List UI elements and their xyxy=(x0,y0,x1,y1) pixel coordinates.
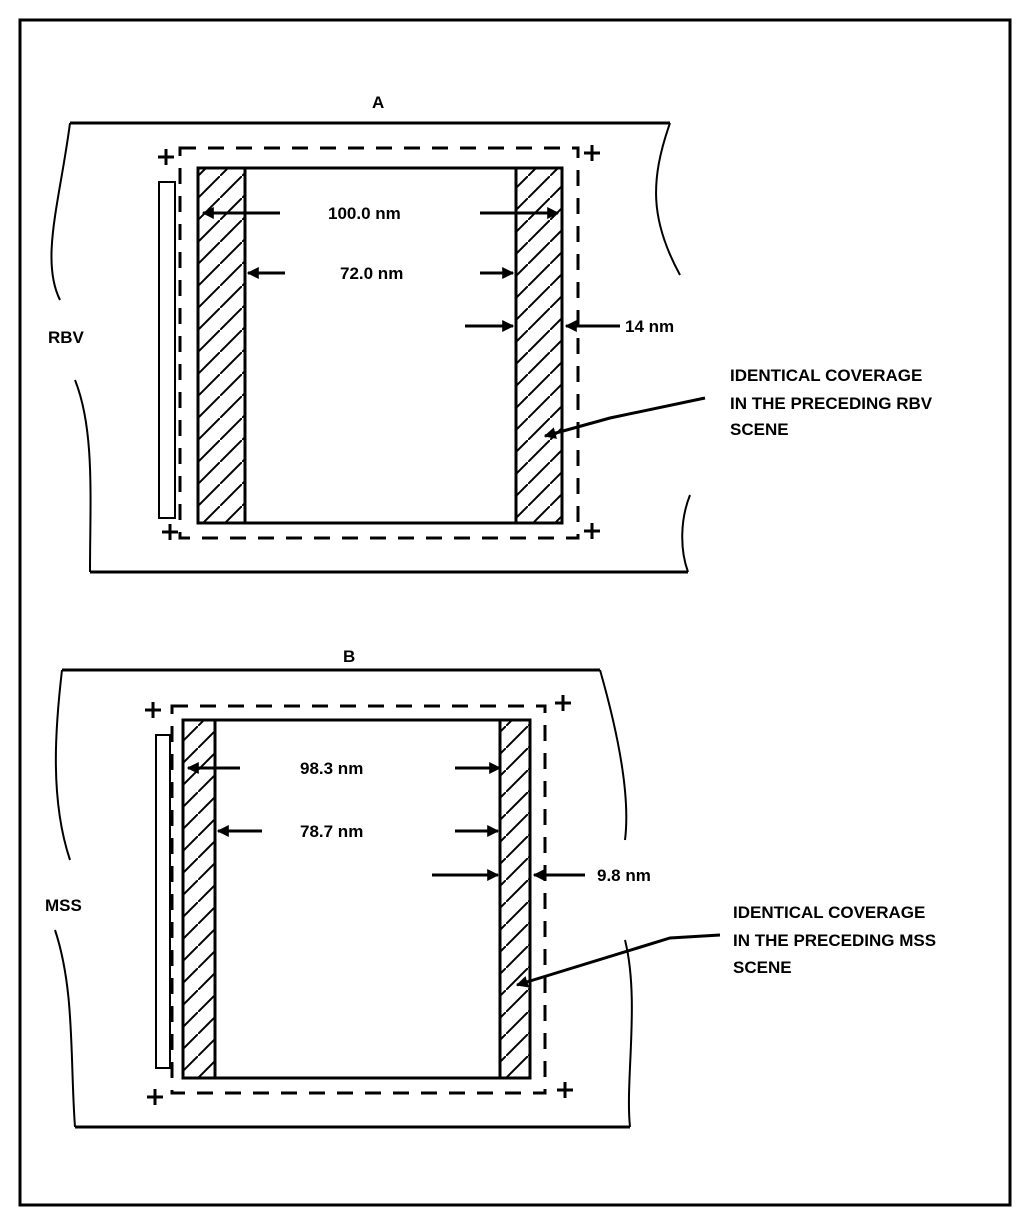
leader-arrow xyxy=(543,396,706,439)
swath-right-break xyxy=(599,669,633,1128)
overlap-left-hatch xyxy=(181,718,217,1080)
note-line-3: SCENE xyxy=(733,958,792,977)
outer-width-label: 98.3 nm xyxy=(300,759,363,778)
scene-boundary-dashed xyxy=(178,146,580,540)
scene-boundary-dashed xyxy=(170,704,547,1095)
panel-b-title: B xyxy=(343,647,355,666)
registration-marks xyxy=(145,695,573,1105)
note-line-3: SCENE xyxy=(730,420,789,439)
preceding-scene-bar xyxy=(155,734,171,1069)
overlap-left-hatch xyxy=(196,166,247,525)
swath-right-break xyxy=(655,122,691,573)
scene-frame xyxy=(196,166,564,525)
preceding-scene-bar xyxy=(158,181,176,519)
overlap-width-label: 14 nm xyxy=(625,317,674,336)
scene-frame xyxy=(181,718,532,1080)
registration-marks xyxy=(158,145,600,540)
inner-width-label: 72.0 nm xyxy=(340,264,403,283)
outer-width-label: 100.0 nm xyxy=(328,204,401,223)
note-line-1: IDENTICAL COVERAGE xyxy=(733,903,925,922)
note-line-2: IN THE PRECEDING MSS xyxy=(733,931,936,950)
sensor-label: RBV xyxy=(48,328,85,347)
sensor-label: MSS xyxy=(45,896,82,915)
leader-arrow xyxy=(515,933,721,988)
panel-a-title: A xyxy=(372,93,384,112)
panel-a: A 100.0 nm 72.0 nm 14 nm RBV IDENTICAL C… xyxy=(48,93,933,574)
overlap-right-hatch xyxy=(514,166,564,525)
panel-b: B 98.3 nm 78.7 nm 9.8 nm MSS IDENTICAL C… xyxy=(45,647,936,1129)
figure-border xyxy=(18,18,1012,1207)
swath-left-break xyxy=(54,669,76,1128)
inner-width-label: 78.7 nm xyxy=(300,822,363,841)
overlap-right-hatch xyxy=(498,718,532,1080)
swath-left-break xyxy=(50,122,92,573)
note-line-2: IN THE PRECEDING RBV xyxy=(730,394,933,413)
note-line-1: IDENTICAL COVERAGE xyxy=(730,366,922,385)
overlap-width-label: 9.8 nm xyxy=(597,866,651,885)
